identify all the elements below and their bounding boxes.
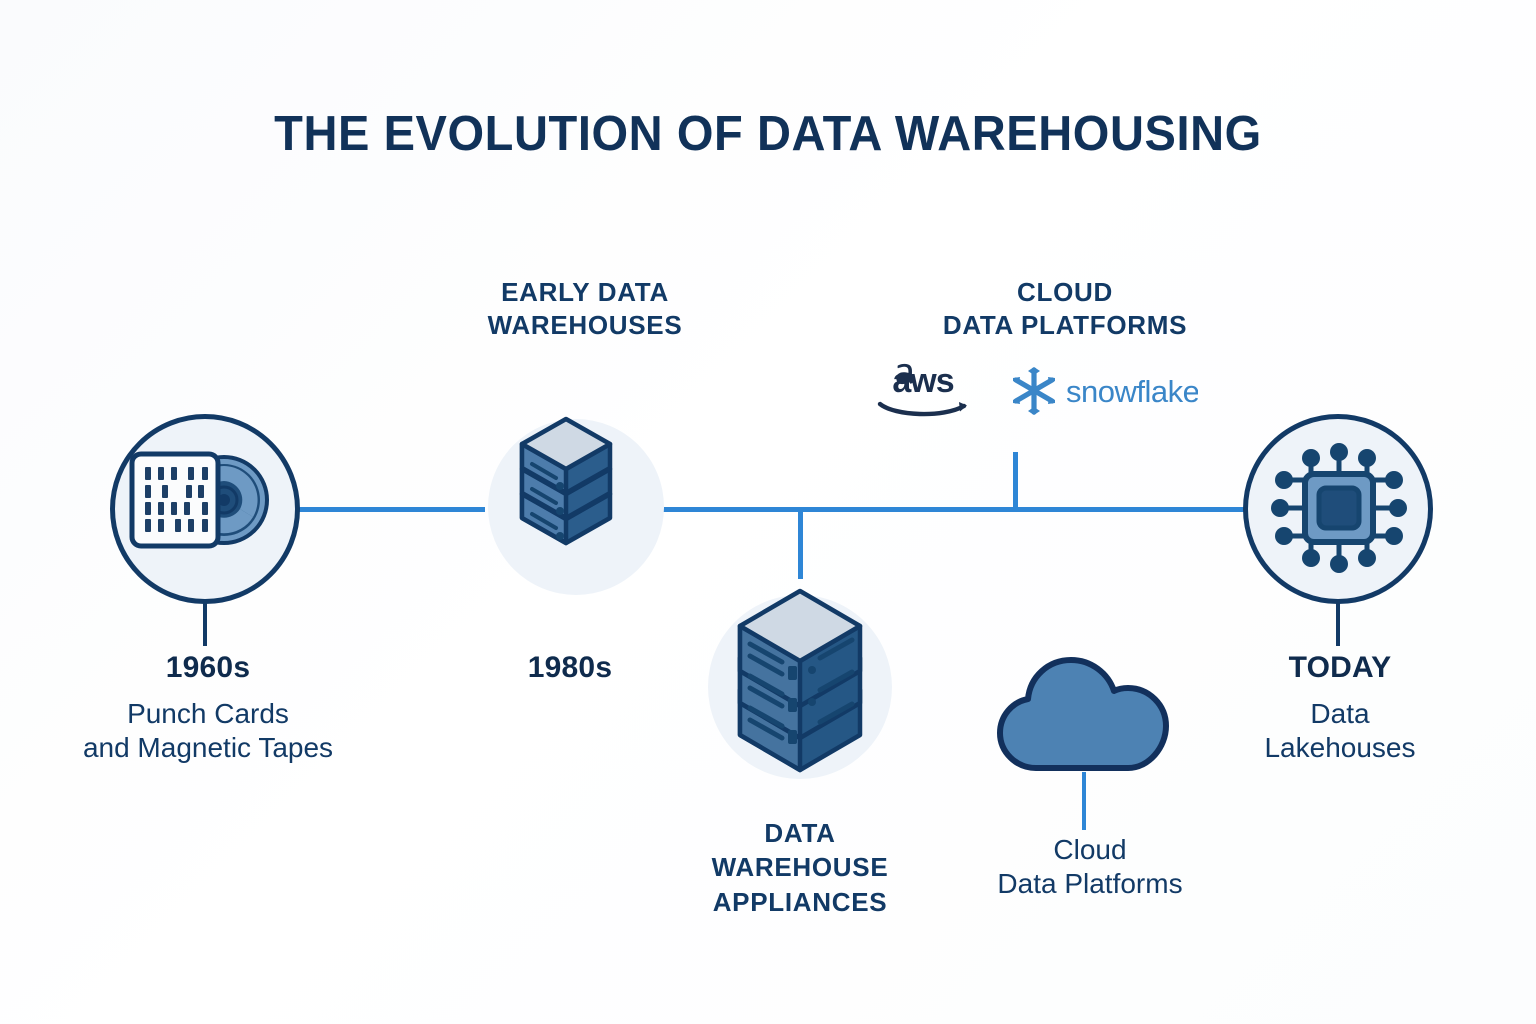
heading-early-data-warehouses: EARLY DATA WAREHOUSES (487, 277, 683, 341)
heading-cloud-data-platforms: CLOUD DATA PLATFORMS (942, 277, 1188, 341)
heading-data-warehouse-appliances: DATA WAREHOUSE APPLIANCES (711, 818, 889, 917)
svg-text:aws: aws (892, 362, 953, 400)
cloud-connector-stem (1082, 772, 1086, 830)
timeline-rail-right (650, 507, 1340, 512)
snowflake-logo: snowflake (1006, 363, 1200, 424)
era-1960s: 1960s (165, 651, 251, 684)
stem-today (1336, 588, 1340, 646)
era-today: TODAY (1288, 651, 1392, 684)
timeline-branch-cloud-platforms (1013, 452, 1018, 509)
desc-1960s: Punch Cards and Magnetic Tapes (82, 697, 334, 763)
punch-card-and-tape-reel-icon (128, 440, 284, 565)
page-title: THE EVOLUTION OF DATA WAREHOUSING (274, 107, 1262, 161)
server-rack-icon (710, 580, 890, 785)
cloud-icon (990, 650, 1178, 781)
desc-today: Data Lakehouses (1264, 697, 1416, 763)
label-1960s: 1960s Punch Cards and Magnetic Tapes (28, 650, 388, 765)
label-cloud-data-platforms: Cloud Data Platforms (940, 833, 1240, 901)
snowflake-mark (1013, 367, 1055, 415)
svg-text:snowflake: snowflake (1066, 374, 1198, 409)
stem-1960s (203, 588, 207, 646)
label-today: TODAY Data Lakehouses (1190, 650, 1490, 765)
timeline-branch-appliance (798, 507, 803, 579)
microchip-icon (1266, 432, 1412, 589)
label-1980s: 1980s (420, 650, 720, 687)
server-stack-icon (482, 372, 650, 557)
desc-cloud-data-platforms: Cloud Data Platforms (997, 834, 1183, 900)
aws-logo: aws (873, 362, 973, 425)
timeline-rail-left (175, 507, 485, 512)
era-1980s: 1980s (527, 651, 613, 684)
